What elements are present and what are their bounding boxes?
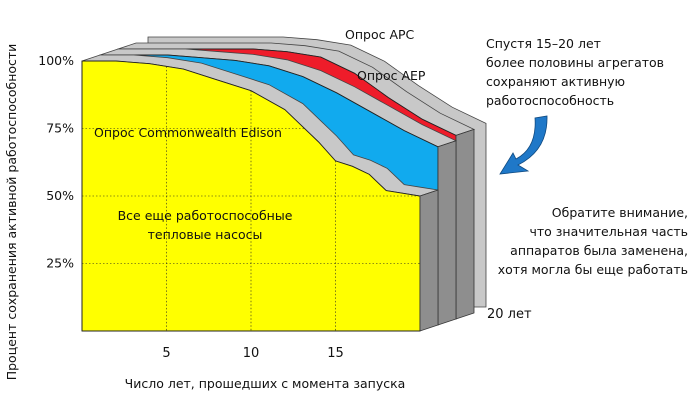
x-axis-title: Число лет, прошедших с момента запуска: [125, 376, 406, 391]
annotation-bottom-right-line: Обратите внимание,: [551, 205, 688, 220]
series-label: Опрос Commonwealth Edison: [94, 125, 282, 140]
y-tick-label: 100%: [38, 53, 74, 68]
labels-layer: 25% 50% 75% 100% 5 10 15 Процент сохранения акт…: [4, 27, 532, 391]
annotation-top-right-line: работоспособность: [486, 93, 615, 108]
series-label: Опрос APC: [345, 27, 415, 42]
series-side-face: [419, 189, 439, 332]
y-tick-label: 50%: [46, 188, 74, 203]
area-label-line: Все еще работоспособные: [118, 208, 293, 223]
x-tick-label: 5: [162, 346, 170, 361]
annotation-top-right: Спустя 15–20 лет более половины агрегато…: [486, 34, 686, 110]
grid-layer: [81, 60, 420, 332]
y-tick-label: 25%: [46, 256, 74, 271]
arrow-layer: [499, 115, 548, 175]
x-tick-label: 15: [327, 346, 344, 361]
y-tick-label: 75%: [46, 121, 74, 136]
y-axis-title: Процент сохранения активной работоспособ…: [4, 44, 19, 381]
end-label: 20 лет: [487, 307, 532, 322]
annotation-bottom-right-line: что значительная часть: [529, 224, 689, 239]
area-label-line: тепловые насосы: [148, 227, 263, 242]
series-side-face: [437, 140, 457, 326]
annotation-bottom-right: Обратите внимание, что значительная част…: [476, 203, 688, 279]
annotation-top-right-line: более половины агрегатов: [486, 55, 665, 70]
pointer-arrow: [499, 115, 548, 175]
annotation-bottom-right-line: хотя могла бы еще работать: [497, 262, 688, 277]
annotation-bottom-right-line: аппаратов была заменена,: [510, 243, 688, 258]
annotation-top-right-line: Спустя 15–20 лет: [486, 36, 601, 51]
series-label: Опрос AEP: [357, 68, 426, 83]
annotation-top-right-line: сохраняют активную: [486, 74, 626, 89]
x-tick-label: 10: [243, 346, 260, 361]
series-side-face: [455, 128, 475, 320]
